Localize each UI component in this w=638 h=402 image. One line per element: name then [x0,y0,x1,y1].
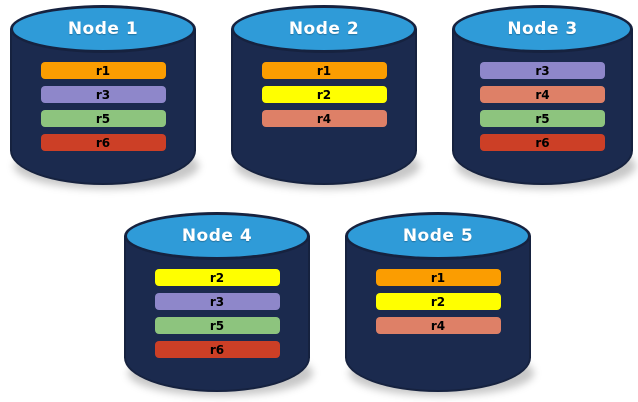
record-bar[interactable]: r3 [154,293,280,310]
record-bar[interactable]: r2 [154,269,280,286]
cylinder-top-icon [452,5,633,53]
cylinder-top-surface [455,8,630,50]
record-bar[interactable]: r2 [261,86,387,103]
cylinder-top-icon [231,5,417,53]
record-list: r1 r2 r4 [345,269,531,341]
record-bar[interactable]: r4 [480,86,605,103]
cylinder-top-surface [127,215,307,257]
record-bar[interactable]: r3 [480,62,605,79]
record-bar[interactable]: r1 [40,62,166,79]
record-bar[interactable]: r5 [154,317,280,334]
cylinder-top-icon [345,212,531,260]
record-list: r3 r4 r5 r6 [452,62,633,158]
record-bar[interactable]: r6 [40,134,166,151]
cylinder-top-surface [348,215,528,257]
record-bar[interactable]: r4 [375,317,501,334]
record-bar[interactable]: r1 [375,269,501,286]
cylinder-top-icon [124,212,310,260]
record-list: r1 r2 r4 [231,62,417,134]
record-bar[interactable]: r2 [375,293,501,310]
record-bar[interactable]: r1 [261,62,387,79]
cylinder-body [345,236,531,392]
record-list: r1 r3 r5 r6 [10,62,196,158]
record-bar[interactable]: r5 [480,110,605,127]
cylinder-body [10,29,196,185]
record-bar[interactable]: r6 [480,134,605,151]
cylinder-top-surface [13,8,193,50]
record-bar[interactable]: r4 [261,110,387,127]
cylinder-top-icon [10,5,196,53]
record-bar[interactable]: r3 [40,86,166,103]
record-bar[interactable]: r5 [40,110,166,127]
cylinder-body [124,236,310,392]
cylinder-body [231,29,417,185]
cylinder-body [452,29,633,185]
cylinder-top-surface [234,8,414,50]
record-bar[interactable]: r6 [154,341,280,358]
record-list: r2 r3 r5 r6 [124,269,310,365]
